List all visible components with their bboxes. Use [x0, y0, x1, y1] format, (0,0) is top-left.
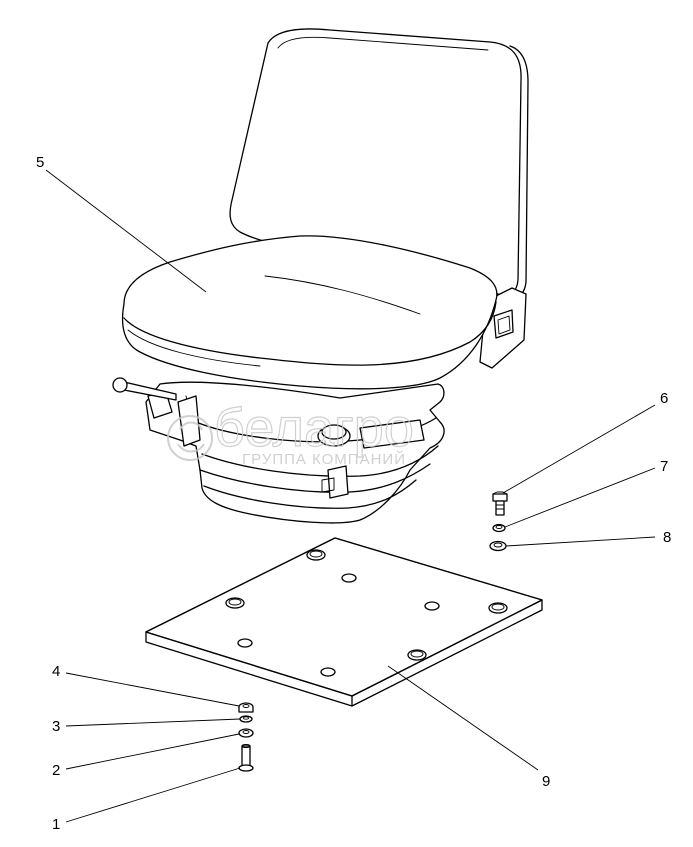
- seat-cushion: [121, 235, 498, 390]
- plate-holes: [225, 549, 508, 677]
- seat-suspension: [112, 377, 445, 524]
- callout-3: 3: [52, 718, 60, 735]
- leader-5: [45, 169, 207, 293]
- leader-lines: [45, 169, 656, 823]
- watermark-subtitle: ГРУППА КОМПАНИЙ: [242, 450, 406, 468]
- callout-9: 9: [542, 773, 550, 790]
- mounting-plate: [145, 537, 543, 707]
- lock-washer-3: [239, 715, 253, 723]
- watermark-logo-icon: [167, 415, 213, 461]
- lock-washer-7: [492, 523, 506, 533]
- watermark: белагро ГРУППА КОМПАНИЙ: [167, 397, 414, 468]
- bolt-1: [238, 744, 254, 772]
- bolt-6: [492, 491, 508, 516]
- callout-7: 7: [660, 458, 668, 475]
- callout-6: 6: [660, 390, 668, 407]
- leader-2: [65, 733, 240, 770]
- leader-4: [65, 672, 240, 707]
- callout-1: 1: [52, 816, 60, 833]
- leader-9: [387, 665, 539, 771]
- leader-6: [502, 404, 656, 494]
- leader-8: [505, 536, 656, 547]
- leader-7: [504, 467, 656, 528]
- callout-8: 8: [663, 529, 671, 546]
- watermark-brand: белагро: [214, 398, 414, 458]
- callout-5: 5: [36, 154, 44, 171]
- callout-4: 4: [52, 663, 60, 680]
- callout-2: 2: [52, 762, 60, 779]
- leader-3: [65, 718, 241, 727]
- nut-4: [238, 702, 254, 713]
- flat-washer-8: [489, 540, 507, 552]
- flat-washer-2: [238, 728, 254, 738]
- leader-1: [65, 767, 241, 823]
- seat-assembly: [112, 28, 529, 524]
- callout-numbers: 5 6 7 8 9 4 3 2 1: [36, 154, 671, 833]
